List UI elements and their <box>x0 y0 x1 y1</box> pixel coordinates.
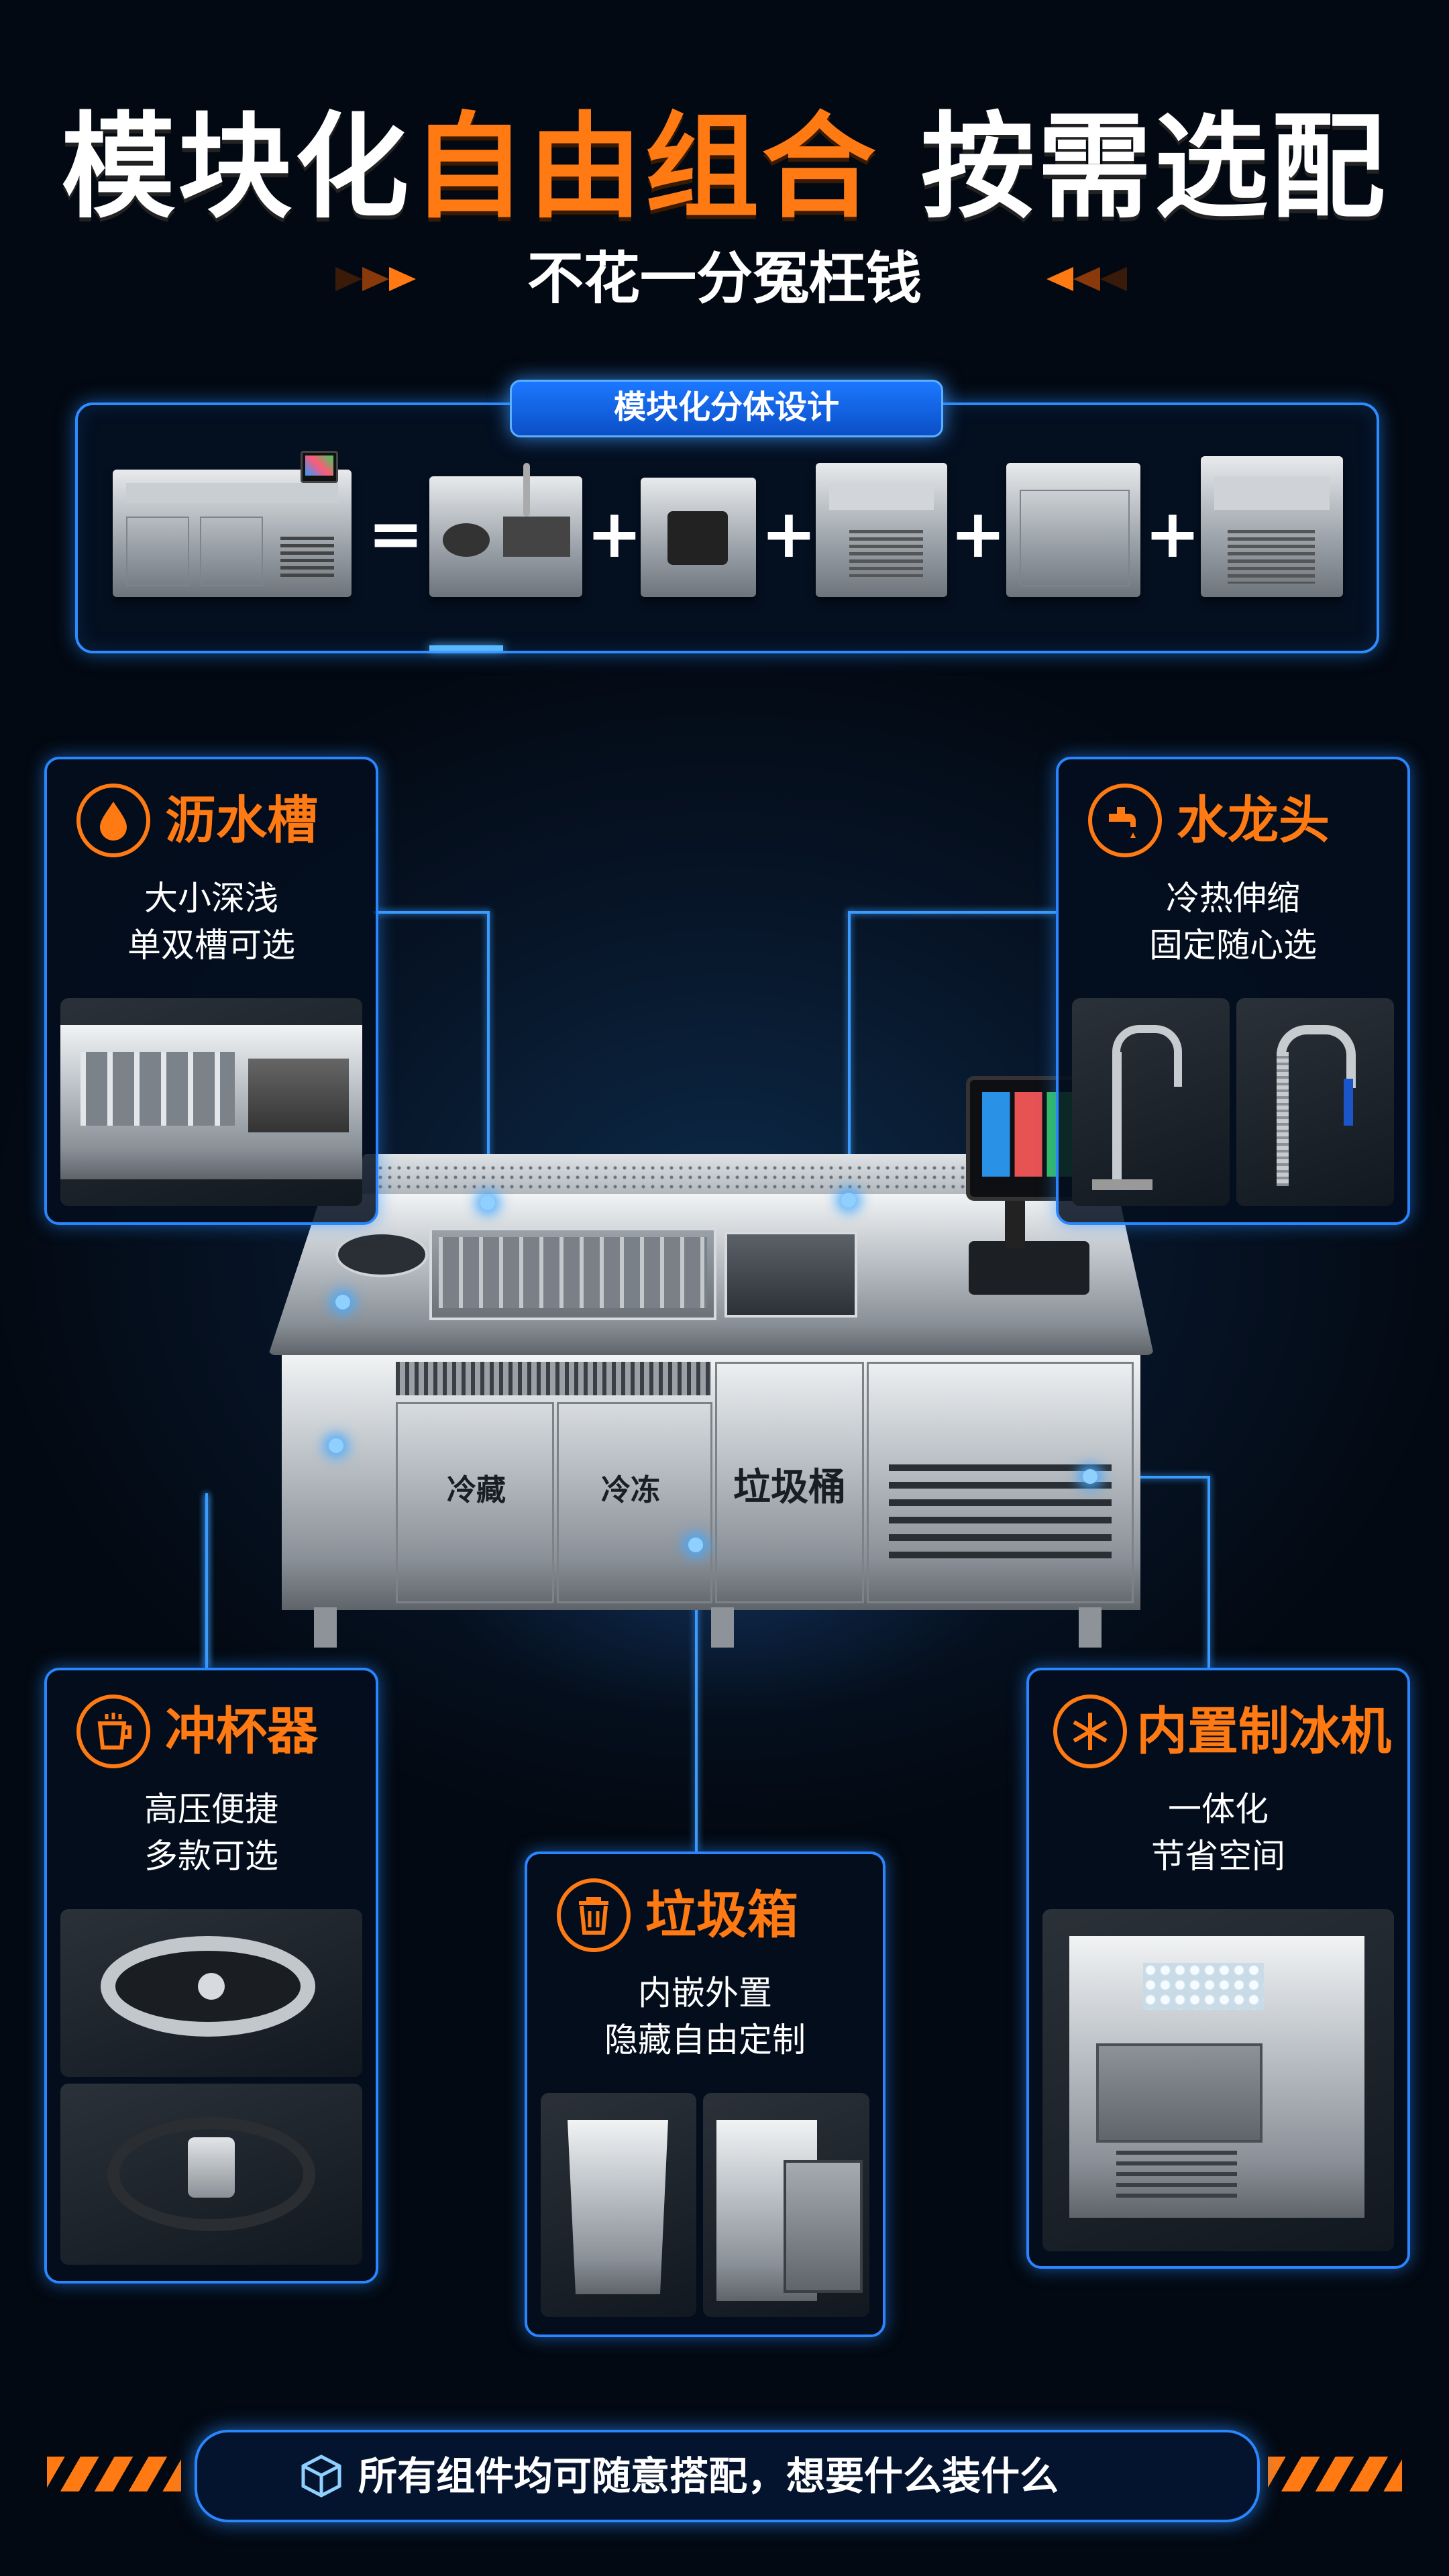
trash-door <box>715 1362 864 1603</box>
title-part-1: 模块化 <box>61 101 412 234</box>
cup-washer-line-2: 多款可选 <box>144 1837 278 1876</box>
faucet-line-2: 固定随心选 <box>1149 926 1317 965</box>
footer-banner: 所有组件均可随意搭配，想要什么装什么 <box>195 2430 1260 2522</box>
counter-pos-base <box>969 1241 1089 1295</box>
freestanding-bin-photo <box>541 2093 696 2317</box>
fridge-module-image <box>1006 463 1140 597</box>
pos-terminal-icon <box>301 451 338 483</box>
ice-maker-feature-card: 内置制冰机 一体化 节省空间 <box>1026 1668 1410 2269</box>
panel-accent-bar <box>429 645 503 651</box>
ice-maker-photo <box>1042 1909 1394 2251</box>
connector-trash-v <box>695 1550 698 1851</box>
cup-washer-photo-2 <box>60 2084 362 2265</box>
ice-maker-module-image <box>1201 456 1343 597</box>
plus-sign-3: + <box>950 494 1006 573</box>
counter-vent-top <box>396 1362 711 1395</box>
freezer-door <box>557 1402 712 1603</box>
sink-line-2: 单双槽可选 <box>127 926 295 965</box>
counter-cup-washer-hole <box>335 1232 428 1277</box>
hotspot-ice-maker[interactable] <box>1083 1469 1097 1484</box>
ice-maker-line-2: 节省空间 <box>1151 1837 1285 1876</box>
cup-washer-photo-1 <box>60 1909 362 2077</box>
plus-sign-2: + <box>761 494 817 573</box>
connector-ice-v <box>1208 1476 1210 1668</box>
sink-title: 沥水槽 <box>165 790 318 850</box>
snowflake-icon <box>1053 1695 1127 1768</box>
footer-left-stripes <box>47 2457 181 2491</box>
hotspot-body[interactable] <box>329 1438 343 1453</box>
counter-leg <box>711 1607 734 1648</box>
sink-feature-card: 沥水槽 大小深浅 单双槽可选 <box>44 757 378 1225</box>
cup-washer-module-image <box>641 478 756 597</box>
hotspot-faucet[interactable] <box>841 1193 856 1208</box>
equals-sign: = <box>368 494 424 573</box>
counter-leg <box>314 1607 337 1648</box>
connector-faucet-h <box>848 911 1056 914</box>
page-title: 模块化自由组合 按需选配 <box>0 101 1449 235</box>
counter-leg <box>1079 1607 1102 1648</box>
water-drop-icon <box>76 784 150 857</box>
plus-sign-4: + <box>1144 494 1201 573</box>
trash-label: 垃圾桶 <box>733 1466 846 1509</box>
faucet-feature-card: 水龙头 冷热伸缩 固定随心选 <box>1056 757 1410 1225</box>
subtitle-right-arrows <box>973 267 1127 291</box>
ice-maker-line-1: 一体化 <box>1168 1790 1269 1829</box>
trash-icon <box>557 1878 631 1952</box>
title-part-2: 按需选配 <box>920 101 1388 234</box>
cup-washer-line-1: 高压便捷 <box>144 1790 278 1829</box>
connector-faucet-v <box>848 911 851 1199</box>
subtitle-left-arrows <box>335 267 490 291</box>
footer-right-stripes <box>1268 2457 1402 2491</box>
sink-module-image <box>429 463 582 597</box>
hotspot-sink[interactable] <box>480 1195 495 1210</box>
ice-maker-title: 内置制冰机 <box>1136 1701 1391 1761</box>
hotspot-trash[interactable] <box>688 1538 703 1552</box>
cup-icon <box>76 1695 150 1768</box>
cube-icon <box>298 2453 345 2500</box>
connector-sink-v <box>487 911 490 1206</box>
sink-photo <box>60 998 362 1206</box>
trash-bin-line-2: 隐藏自由定制 <box>604 2021 806 2059</box>
fridge-door <box>396 1402 554 1603</box>
footer-text: 所有组件均可随意搭配，想要什么装什么 <box>358 2453 1059 2499</box>
counter-drain-trough <box>429 1228 716 1320</box>
storage-module-image <box>816 463 947 597</box>
freezer-label: 冷冻 <box>601 1473 660 1507</box>
connector-cup-v2 <box>205 1493 208 1668</box>
trash-bin-title: 垃圾箱 <box>645 1885 798 1945</box>
faucet-line-1: 冷热伸缩 <box>1166 879 1300 918</box>
cup-washer-feature-card: 冲杯器 高压便捷 多款可选 <box>44 1668 378 2284</box>
connector-ice-h <box>1088 1476 1209 1479</box>
plus-sign-1: + <box>586 494 643 573</box>
sink-line-1: 大小深浅 <box>144 879 278 918</box>
pull-out-faucet-photo <box>1236 998 1394 1206</box>
connector-sink-h <box>373 911 488 914</box>
fridge-label: 冷藏 <box>447 1473 506 1507</box>
trash-bin-feature-card: 垃圾箱 内嵌外置 隐藏自由定制 <box>525 1851 885 2337</box>
fixed-faucet-photo <box>1072 998 1230 1206</box>
faucet-title: 水龙头 <box>1177 790 1330 850</box>
trash-bin-line-1: 内嵌外置 <box>638 1974 772 2012</box>
hotspot-cup-washer[interactable] <box>335 1295 350 1309</box>
full-counter-image <box>113 470 352 597</box>
modular-design-tag: 模块化分体设计 <box>510 380 943 437</box>
built-in-bin-photo <box>703 2093 869 2317</box>
counter-sink-basin <box>724 1232 857 1318</box>
page-subtitle: 不花一分冤枉钱 <box>527 246 922 311</box>
faucet-icon <box>1088 784 1162 857</box>
cup-washer-title: 冲杯器 <box>165 1701 318 1761</box>
title-part-highlight: 自由组合 <box>411 101 879 234</box>
ice-maker-door <box>867 1362 1134 1603</box>
